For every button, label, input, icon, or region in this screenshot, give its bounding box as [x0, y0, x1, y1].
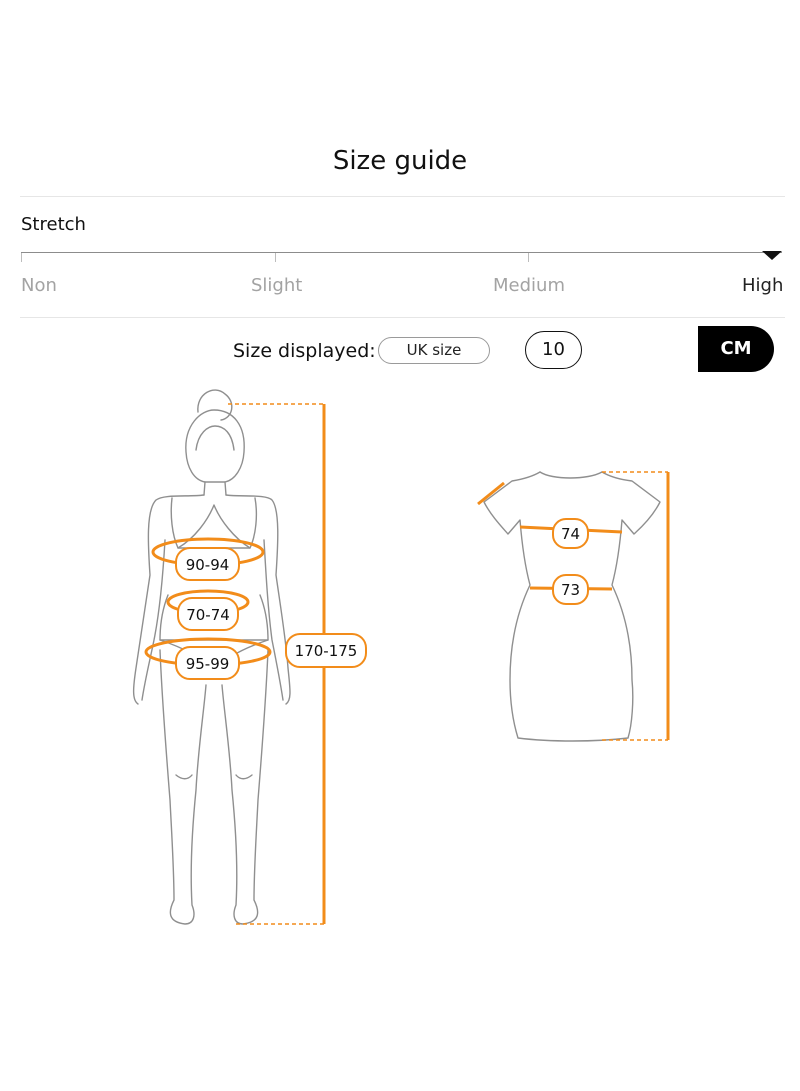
stretch-level-high: High [742, 275, 784, 296]
dress-bust-value: 74 [561, 525, 580, 543]
body-waist-value: 70-74 [186, 606, 230, 624]
dress-measure-lines [477, 472, 670, 740]
stretch-marker-icon [762, 251, 782, 260]
size-displayed-label: Size displayed: [233, 340, 376, 362]
dress-bust-label-box [552, 518, 589, 549]
stretch-level-medium: Medium [493, 275, 565, 296]
dress-waist-label-box [552, 574, 589, 605]
unit-cm-button[interactable]: CM [698, 326, 774, 372]
bust-label-box [175, 547, 240, 581]
hips-label-box [175, 646, 240, 680]
stretch-tick-slight [275, 253, 276, 262]
height-label-box [285, 633, 367, 668]
stretch-level-slight: Slight [251, 275, 303, 296]
size-region-select[interactable]: UK size [378, 337, 490, 364]
waist-label-box [177, 597, 239, 631]
header-divider [20, 196, 785, 197]
dress-icon [483, 471, 661, 742]
stretch-level-non: Non [21, 275, 57, 296]
stretch-track [21, 252, 782, 253]
body-hips-value: 95-99 [186, 655, 230, 673]
stretch-tick-medium [528, 253, 529, 262]
page-title: Size guide [332, 146, 468, 176]
dress-waist-value: 73 [561, 581, 580, 599]
stretch-divider [20, 317, 785, 318]
body-bust-value: 90-94 [186, 556, 230, 574]
body-height-value: 170-175 [295, 642, 358, 660]
stretch-tick-non [21, 253, 22, 262]
stretch-title: Stretch [21, 214, 86, 235]
size-select[interactable]: 10 [525, 331, 582, 369]
